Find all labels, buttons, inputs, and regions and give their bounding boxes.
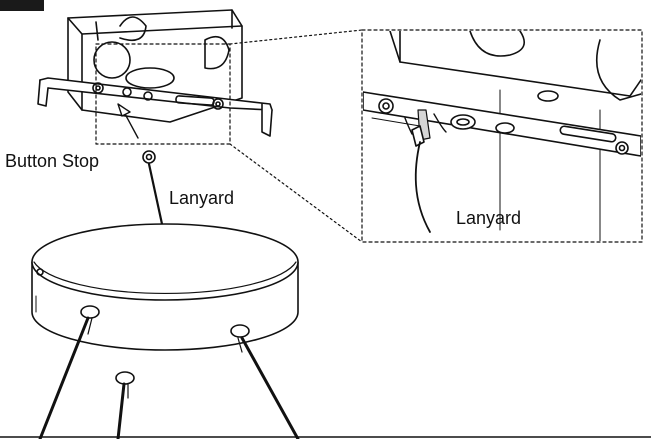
callout-line-top (229, 29, 363, 45)
callout-line-bottom (229, 143, 363, 243)
button-stop-arrow (117, 103, 139, 139)
button-stop (142, 150, 156, 164)
zoom-region-outline (95, 43, 231, 145)
canopy (31, 223, 299, 385)
label-button-stop: Button Stop (5, 151, 100, 171)
lanyard-wire (147, 162, 164, 226)
mounting-bracket (37, 67, 273, 137)
label-lanyard-detail: Lanyard (456, 208, 522, 228)
label-lanyard: Lanyard (169, 188, 235, 208)
suspension-cables (38, 316, 300, 439)
detail-inset (361, 29, 643, 243)
corner-tab-marker (0, 0, 44, 11)
